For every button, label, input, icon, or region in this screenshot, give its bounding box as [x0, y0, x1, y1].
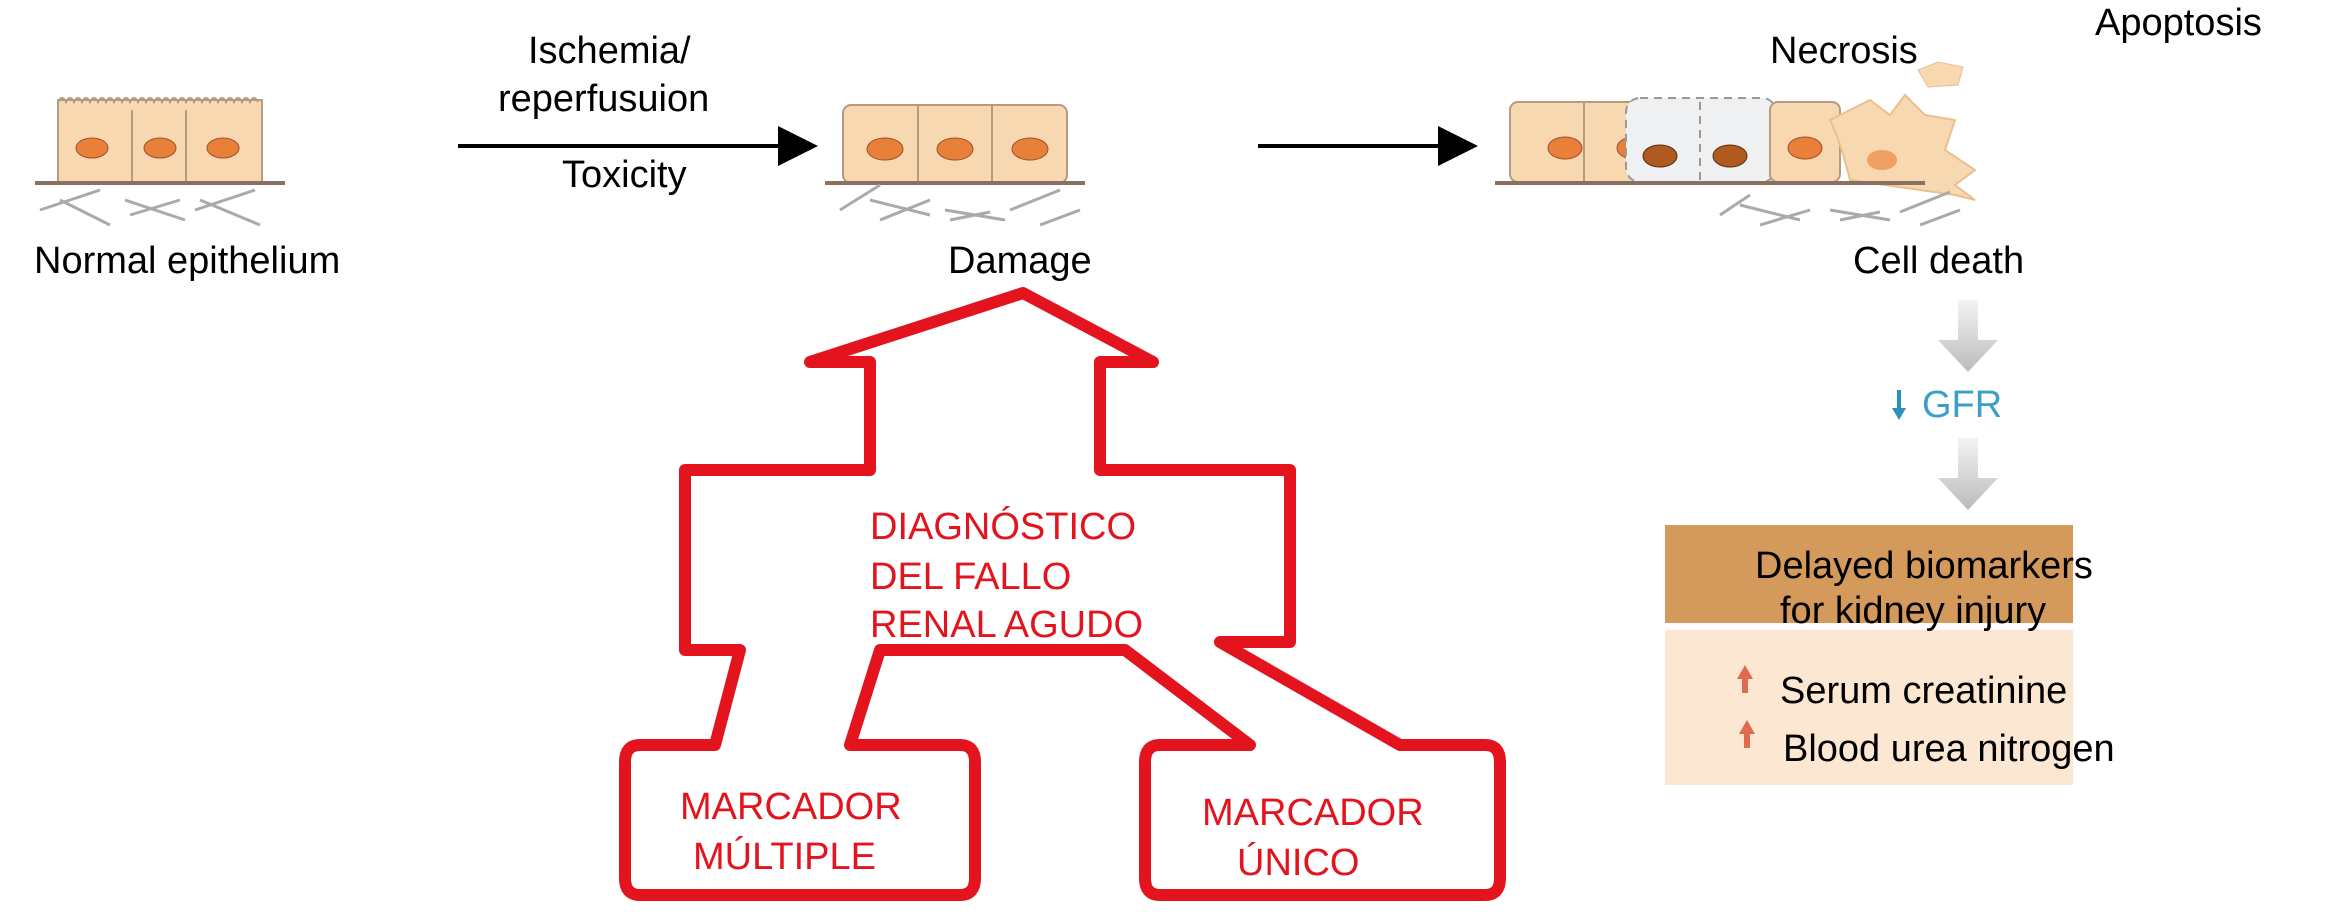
single-marker-line-2: ÚNICO [1237, 842, 1360, 884]
serum-creatinine-up-icon [1737, 665, 1753, 693]
gfr-label: GFR [1922, 384, 2003, 426]
apoptosis-label: Apoptosis [2095, 2, 2262, 44]
gfr-down-icon [1892, 390, 1906, 420]
serum-creatinine-item: Serum creatinine [1780, 670, 2068, 712]
cell-death-label: Cell death [1853, 240, 2025, 282]
delayed-biomarkers-title-2: for kidney injury [1780, 590, 2047, 632]
diagnosis-line-2: DEL FALLO [870, 556, 1072, 598]
normal-epithelium-illustration [35, 97, 285, 227]
ischemia-label: Ischemia/ [528, 30, 691, 72]
delayed-biomarkers-title-1: Delayed biomarkers [1755, 545, 2093, 587]
multiple-marker-line-2: MÚLTIPLE [693, 836, 877, 878]
damage-illustration [825, 104, 1085, 227]
delayed-biomarkers-header [1665, 525, 2073, 623]
damage-label: Damage [948, 240, 1092, 282]
cell-death-illustration [1495, 61, 1977, 227]
necrosis-label: Necrosis [1770, 30, 1918, 72]
down-arrow-to-gfr [1938, 300, 1998, 372]
diagnosis-line-3: RENAL AGUDO [870, 604, 1144, 646]
normal-epithelium-label: Normal epithelium [34, 240, 341, 282]
diagnosis-line-1: DIAGNÓSTICO [870, 506, 1137, 548]
down-arrow-to-biomarkers [1938, 438, 1998, 510]
bun-up-icon [1739, 720, 1755, 748]
multiple-marker-line-1: MARCADOR [680, 786, 902, 828]
single-marker-line-1: MARCADOR [1202, 792, 1424, 834]
blood-urea-nitrogen-item: Blood urea nitrogen [1783, 728, 2115, 770]
toxicity-label: Toxicity [562, 154, 687, 196]
reperfusion-label: reperfusuion [498, 78, 710, 120]
delayed-biomarkers-body [1665, 630, 2073, 785]
